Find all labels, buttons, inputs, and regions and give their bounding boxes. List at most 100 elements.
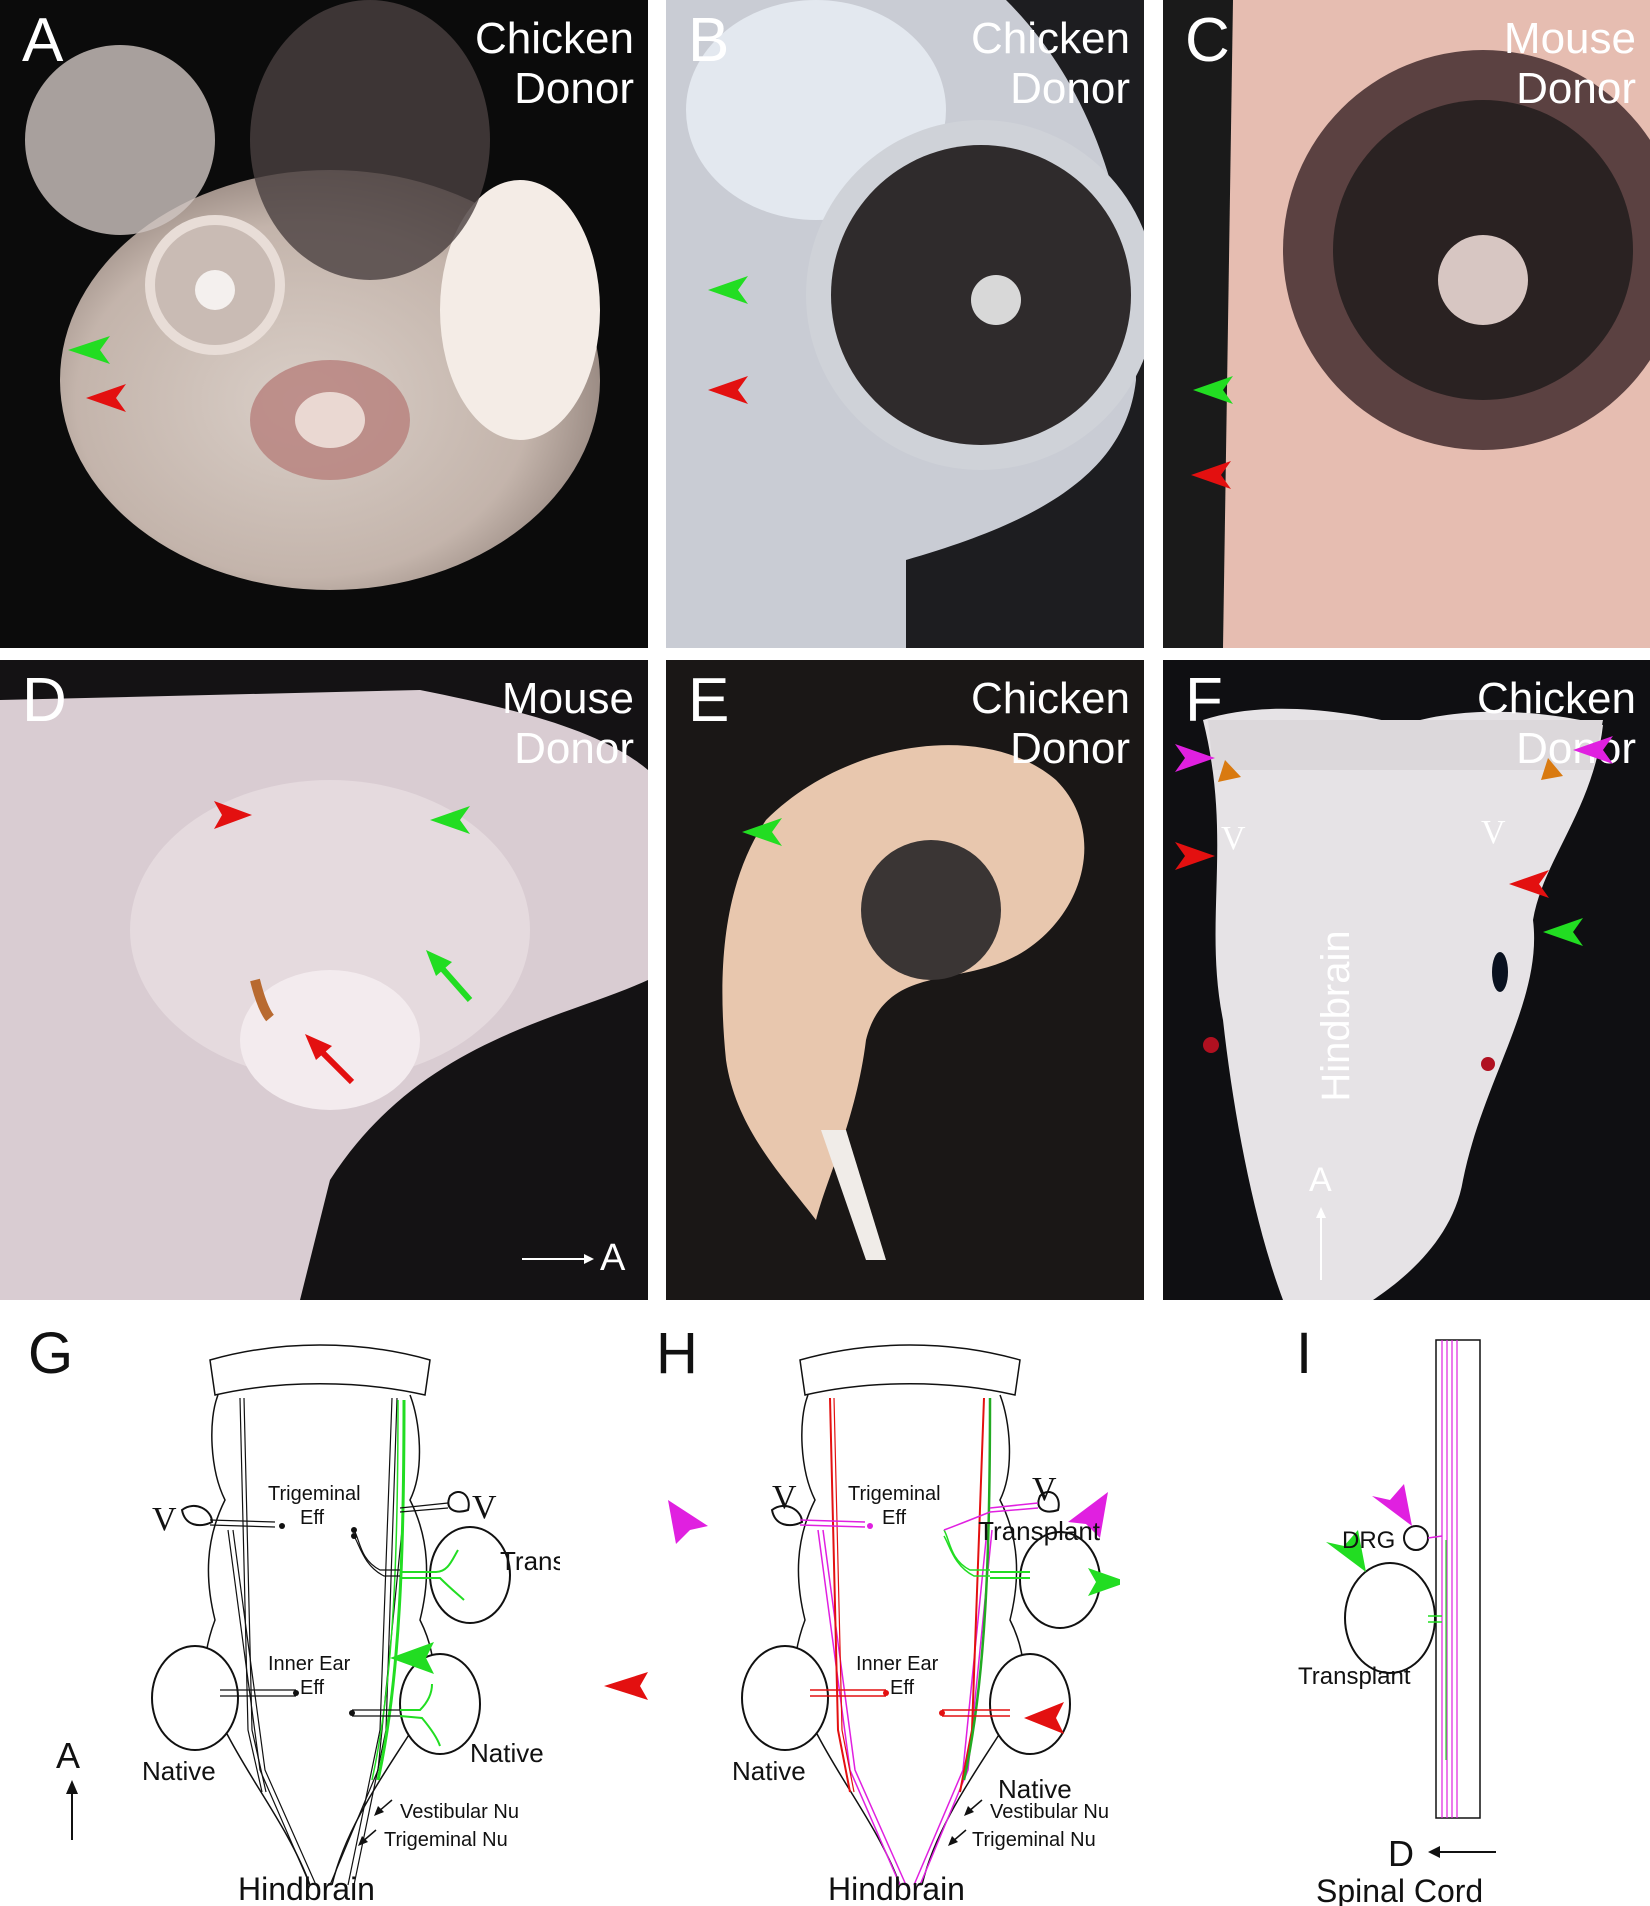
panel-f-v-right-label: V (1481, 814, 1506, 851)
v-label-left: V (772, 1479, 797, 1516)
panel-e-markers (742, 818, 782, 846)
diagram-g-drawing: V V Trigeminal Eff Inner Ear Eff Transpl… (56, 1344, 560, 1906)
v-label-right: V (472, 1489, 497, 1526)
panel-c-markers (1191, 376, 1233, 489)
green-arrowhead (1193, 376, 1233, 404)
panel-d-markers (214, 801, 594, 1264)
native-ear-left (741, 1645, 829, 1751)
diagram-h-drawing: V V Trigeminal Eff Inner Ear Eff Transpl… (604, 1344, 1120, 1906)
native-ear-right (989, 1653, 1071, 1755)
inner-ear-label: Inner Ear (856, 1653, 939, 1675)
magenta-arrowhead (1372, 1484, 1412, 1526)
green-arrowhead (390, 1642, 434, 1674)
panel-b-label: B (688, 6, 730, 75)
v-ganglion-right (1037, 1491, 1060, 1513)
panel-f-axis-label: A (1309, 1161, 1332, 1199)
inner-ear-label: Inner Ear (268, 1653, 351, 1675)
transplant-ear (1019, 1531, 1101, 1629)
hindbrain-cap (799, 1344, 1021, 1396)
red-arrowhead (214, 801, 252, 829)
vestibular-nu-label: Vestibular Nu (990, 1801, 1109, 1823)
diagram-i: I DRG Transplant D Spinal Cord (1120, 1300, 1650, 1906)
v-label-right: V (1032, 1471, 1057, 1508)
transplant-ear (429, 1526, 511, 1624)
v-ganglion-right (447, 1491, 470, 1513)
eff-label-2: Eff (300, 1677, 325, 1699)
native-ear-right (399, 1653, 481, 1755)
v-label-left: V (152, 1501, 177, 1538)
panel-b-image (666, 0, 1144, 648)
panel-f-label: F (1185, 666, 1223, 735)
v-ganglion-left (770, 1504, 804, 1527)
green-arrowhead (1543, 918, 1583, 946)
hindbrain-outline (204, 1394, 435, 1886)
red-arrowhead (1175, 842, 1215, 870)
diagram-h-label: H (656, 1321, 698, 1386)
native-label-left: Native (732, 1756, 806, 1786)
drg (1403, 1525, 1429, 1551)
panel-d-image (0, 660, 648, 1300)
v-ganglion-left (180, 1504, 214, 1527)
trigeminal-nu-label: Trigeminal Nu (384, 1829, 508, 1851)
eff-label-1: Eff (300, 1507, 325, 1529)
panel-f-image (1163, 660, 1650, 1300)
panel-b-markers (708, 276, 748, 404)
diagram-i-drawing: DRG Transplant D Spinal Cord (1298, 1339, 1496, 1906)
vestibular-nu-label: Vestibular Nu (400, 1801, 519, 1823)
red-arrowhead (708, 376, 748, 404)
anterior-axis-arrow (522, 1254, 594, 1264)
red-arrowhead (604, 1672, 648, 1700)
green-arrowhead (708, 276, 748, 304)
eff-label-2: Eff (890, 1677, 915, 1699)
spinal-cord-outline (1435, 1339, 1481, 1819)
native-ear-left (151, 1645, 239, 1751)
panel-e-label: E (688, 666, 730, 735)
green-arrowhead (1326, 1530, 1366, 1572)
red-arrowhead (86, 384, 126, 412)
panel-a-markers (68, 336, 126, 412)
transplant-label: Transplant (978, 1516, 1101, 1546)
panel-f-v-left-label: V (1221, 820, 1246, 857)
magenta-arrowhead (1068, 1492, 1108, 1538)
right-tract (347, 1397, 393, 1886)
green-arrowhead (742, 818, 782, 846)
panel-d-label: D (22, 666, 67, 735)
panel-c-label: C (1185, 6, 1230, 75)
panel-a-image (25, 0, 600, 590)
panel-d-axis-label: A (600, 1237, 626, 1279)
anterior-axis-arrow (1316, 1207, 1326, 1280)
hindbrain-cap (209, 1344, 431, 1396)
diagram-i-axis-label: D (1388, 1833, 1414, 1874)
magenta-arrowhead (1573, 736, 1613, 764)
diagram-h-title: Hindbrain (828, 1871, 965, 1906)
diagram-i-label: I (1296, 1321, 1313, 1386)
transplant-label: Transplant (1298, 1663, 1411, 1690)
panel-f-markers (1175, 736, 1613, 1280)
diagram-i-title: Spinal Cord (1316, 1873, 1483, 1906)
green-arrowhead (1088, 1568, 1120, 1596)
red-tract-left (829, 1397, 851, 1793)
green-tract (376, 1399, 406, 1781)
diagram-h: H (560, 1300, 1120, 1906)
panel-a-label: A (22, 6, 64, 75)
left-tract (239, 1397, 263, 1793)
red-arrowhead (1024, 1702, 1064, 1734)
transplant-ear (1344, 1562, 1436, 1674)
green-arrowhead (430, 806, 470, 834)
magenta-arrowhead (1175, 744, 1215, 772)
drg-label: DRG (1342, 1527, 1395, 1554)
diagram-g: G (0, 1300, 560, 1906)
transplant-label: Transplant (500, 1546, 560, 1576)
diagram-g-title: Hindbrain (238, 1871, 375, 1906)
trigeminal-nu-label: Trigeminal Nu (972, 1829, 1096, 1851)
dorsal-axis-arrow (1428, 1846, 1496, 1858)
eff-label-1: Eff (882, 1507, 907, 1529)
